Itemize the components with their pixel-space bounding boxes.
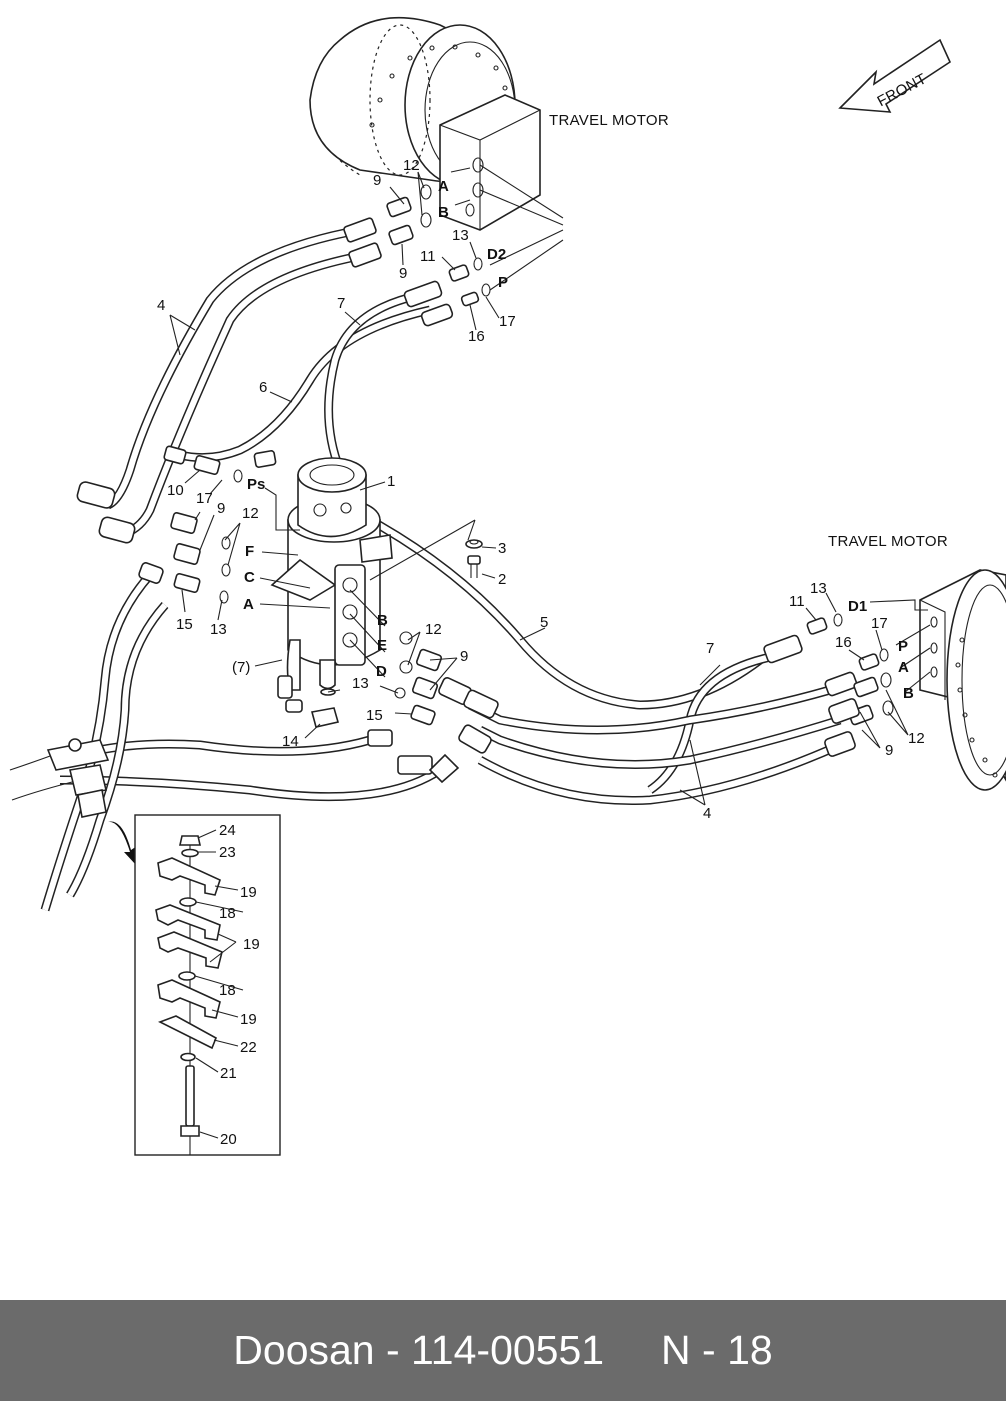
callout-12: 12 (908, 730, 925, 747)
callout-14: 14 (282, 733, 299, 750)
port-p-right: P (898, 638, 908, 655)
callout-7: 7 (706, 640, 714, 657)
callout-5: 5 (540, 614, 548, 631)
port-d-mid: D (376, 663, 387, 680)
callout-9: 9 (217, 500, 225, 517)
callout-3: 3 (498, 540, 506, 557)
callout-9: 9 (373, 172, 381, 189)
callout-7: 7 (337, 295, 345, 312)
port-d2: D2 (487, 246, 506, 263)
callout-4: 4 (703, 805, 711, 822)
footer-part-number: 114-00551 (411, 1327, 605, 1373)
hose-set-4-left (105, 225, 366, 540)
travel-motor-right (919, 569, 1006, 791)
callout-13: 13 (352, 675, 369, 692)
callout-1: 1 (387, 473, 395, 490)
port-a-top: A (438, 178, 449, 195)
port-p-top: P (498, 274, 508, 291)
footer-page: N - 18 (661, 1327, 773, 1373)
hose-set-4-right (467, 685, 842, 805)
hose-7-top (324, 290, 421, 472)
callout-9: 9 (885, 742, 893, 759)
clamp-detail-inset (134, 814, 281, 1156)
callout-16: 16 (468, 328, 485, 345)
hydraulic-hose-diagram: FRONT (9, 16, 1006, 1156)
callout-11: 11 (789, 593, 805, 610)
callout-15: 15 (176, 616, 193, 633)
callout-numbers: 9 12 9 11 13 16 17 4 7 6 1 10 17 9 12 15… (157, 157, 925, 1148)
callout-15: 15 (366, 707, 383, 724)
port-ps: Ps (247, 476, 265, 493)
travel-motor-top (309, 16, 541, 231)
leader-lines (169, 164, 931, 806)
port-a-left: A (243, 596, 254, 613)
footer-brand: Doosan (233, 1327, 375, 1373)
callout-4: 4 (157, 297, 165, 314)
callout-7-paren: (7) (232, 659, 250, 676)
travel-motor-top-label: TRAVEL MOTOR (549, 112, 669, 129)
callout-24: 24 (219, 822, 236, 839)
callout-9: 9 (399, 265, 407, 282)
callout-17: 17 (871, 615, 888, 632)
footer-separator: - (374, 1327, 412, 1373)
callout-18: 18 (219, 982, 236, 999)
callout-19: 19 (243, 936, 260, 953)
port-f: F (245, 543, 254, 560)
hose-6 (178, 305, 431, 463)
callout-18: 18 (219, 905, 236, 922)
callout-20: 20 (220, 1131, 237, 1148)
footer-caption: Doosan - 114-00551 N - 18 (0, 1300, 1006, 1401)
swivel-joint (270, 457, 393, 696)
callout-23: 23 (219, 844, 236, 861)
callout-11: 11 (420, 248, 436, 265)
callout-21: 21 (220, 1065, 237, 1082)
callout-9: 9 (460, 648, 468, 665)
callout-13: 13 (452, 227, 469, 244)
port-b-right: B (903, 685, 914, 702)
callout-2: 2 (498, 571, 506, 588)
callout-19: 19 (240, 1011, 257, 1028)
port-b-mid: B (377, 612, 388, 629)
hose-clamp-assembly (46, 738, 137, 865)
port-a-right: A (898, 659, 909, 676)
port-b-top: B (438, 204, 449, 221)
callout-19: 19 (240, 884, 257, 901)
travel-motor-right-label: TRAVEL MOTOR (828, 533, 948, 550)
callout-13: 13 (210, 621, 227, 638)
front-arrow: FRONT (838, 38, 952, 113)
footer-gap (604, 1327, 661, 1374)
callout-12: 12 (242, 505, 259, 522)
callout-22: 22 (240, 1039, 257, 1056)
callout-12: 12 (403, 157, 420, 174)
callout-12: 12 (425, 621, 442, 638)
port-d1: D1 (848, 598, 867, 615)
fittings (76, 184, 894, 784)
callout-10: 10 (167, 482, 184, 499)
port-labels: A B D2 P Ps F C A B E D D1 P A B (243, 178, 914, 702)
callout-13: 13 (810, 580, 827, 597)
callout-16: 16 (835, 634, 852, 651)
hose-5 (367, 516, 763, 710)
port-e: E (377, 637, 387, 654)
callout-17: 17 (499, 313, 516, 330)
port-c: C (244, 569, 255, 586)
callout-17: 17 (196, 490, 213, 507)
callout-6: 6 (259, 379, 267, 396)
